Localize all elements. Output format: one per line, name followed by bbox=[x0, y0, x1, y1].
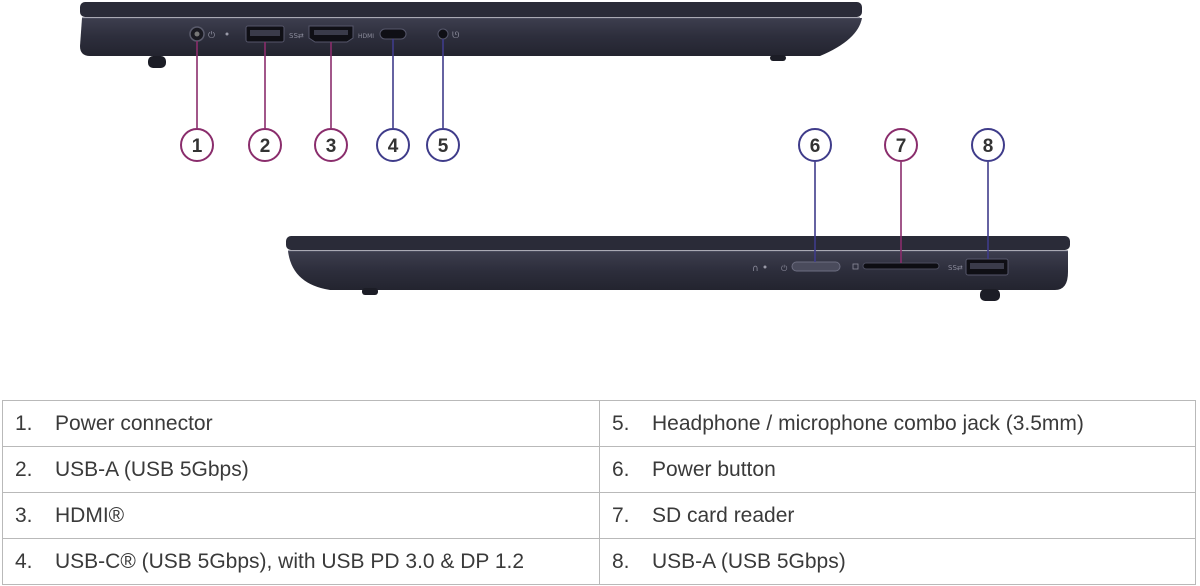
sd-card-slot bbox=[862, 262, 940, 270]
svg-text:ᘎ: ᘎ bbox=[452, 31, 460, 41]
legend-item-8: 8.USB-A (USB 5Gbps) bbox=[599, 538, 1196, 585]
left-foot-back bbox=[770, 55, 786, 61]
legend-item-7: 7.SD card reader bbox=[599, 492, 1196, 539]
callout-8: 8 bbox=[971, 128, 1005, 162]
svg-text:∩: ∩ bbox=[752, 264, 759, 274]
leader-lines bbox=[196, 39, 989, 263]
usb-c-port bbox=[379, 28, 407, 40]
right-body bbox=[288, 251, 1068, 290]
left-lid bbox=[80, 2, 862, 17]
svg-text:SS⇄: SS⇄ bbox=[948, 264, 963, 272]
table-row: 2.USB-A (USB 5Gbps) 6.Power button bbox=[2, 446, 1196, 493]
laptop-left-side-view: ⏻ SS⇄ HDMI ᘎ bbox=[80, 2, 862, 68]
table-row: 4.USB-C® (USB 5Gbps), with USB PD 3.0 & … bbox=[2, 538, 1196, 585]
svg-text:6: 6 bbox=[810, 136, 821, 157]
legend-item-3: 3.HDMI® bbox=[2, 492, 600, 539]
callout-2: 2 bbox=[248, 128, 282, 162]
table-row: 3.HDMI® 7.SD card reader bbox=[2, 492, 1196, 539]
callout-6: 6 bbox=[798, 128, 832, 162]
right-foot-back bbox=[362, 288, 378, 295]
svg-text:2: 2 bbox=[260, 136, 271, 157]
svg-text:SS⇄: SS⇄ bbox=[289, 32, 304, 40]
callout-5: 5 bbox=[426, 128, 460, 162]
right-lid bbox=[286, 236, 1070, 250]
callout-7: 7 bbox=[884, 128, 918, 162]
callout-1: 1 bbox=[180, 128, 214, 162]
legend-item-1: 1.Power connector bbox=[2, 400, 600, 447]
left-foot-front bbox=[148, 56, 166, 68]
ports-diagram: ⏻ SS⇄ HDMI ᘎ ∩ ⏻ SS⇄ bbox=[80, 2, 1070, 301]
legend-item-6: 6.Power button bbox=[599, 446, 1196, 493]
callout-4: 4 bbox=[376, 128, 410, 162]
legend-item-5: 5.Headphone / microphone combo jack (3.5… bbox=[599, 400, 1196, 447]
right-foot-front bbox=[980, 289, 1000, 301]
ports-legend-table: 1.Power connector 5.Headphone / micropho… bbox=[2, 400, 1196, 585]
legend-item-2: 2.USB-A (USB 5Gbps) bbox=[2, 446, 600, 493]
svg-text:5: 5 bbox=[438, 136, 449, 157]
hdmi-port-label: HDMI bbox=[358, 33, 374, 40]
audio-jack-port bbox=[437, 28, 449, 40]
svg-text:8: 8 bbox=[983, 136, 994, 157]
callout-3: 3 bbox=[314, 128, 348, 162]
svg-text:7: 7 bbox=[896, 136, 907, 157]
power-button bbox=[791, 261, 841, 272]
legend-item-4: 4.USB-C® (USB 5Gbps), with USB PD 3.0 & … bbox=[2, 538, 600, 585]
svg-text:⏻: ⏻ bbox=[208, 30, 215, 41]
svg-text:4: 4 bbox=[388, 136, 399, 157]
laptop-right-side-view: ∩ ⏻ SS⇄ bbox=[286, 236, 1070, 301]
table-row: 1.Power connector 5.Headphone / micropho… bbox=[2, 400, 1196, 447]
svg-text:⏻: ⏻ bbox=[781, 264, 788, 273]
svg-text:3: 3 bbox=[326, 136, 337, 157]
svg-text:1: 1 bbox=[192, 136, 203, 157]
